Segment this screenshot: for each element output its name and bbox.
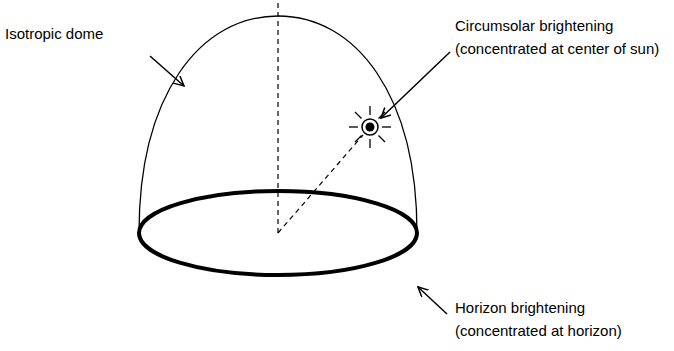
leader-arrow [381, 52, 450, 118]
sun-direction-line [278, 135, 363, 233]
leader-arrow [418, 287, 447, 314]
callout-label: Horizon brightening (concentrated at hor… [455, 296, 645, 342]
region-label: Isotropic dome [5, 22, 145, 45]
leader-arrow [150, 56, 184, 86]
zenith-line [277, 3, 278, 233]
sun-symbol [349, 106, 391, 148]
callout-label: Circumsolar brightening (concentrated at… [455, 14, 669, 60]
